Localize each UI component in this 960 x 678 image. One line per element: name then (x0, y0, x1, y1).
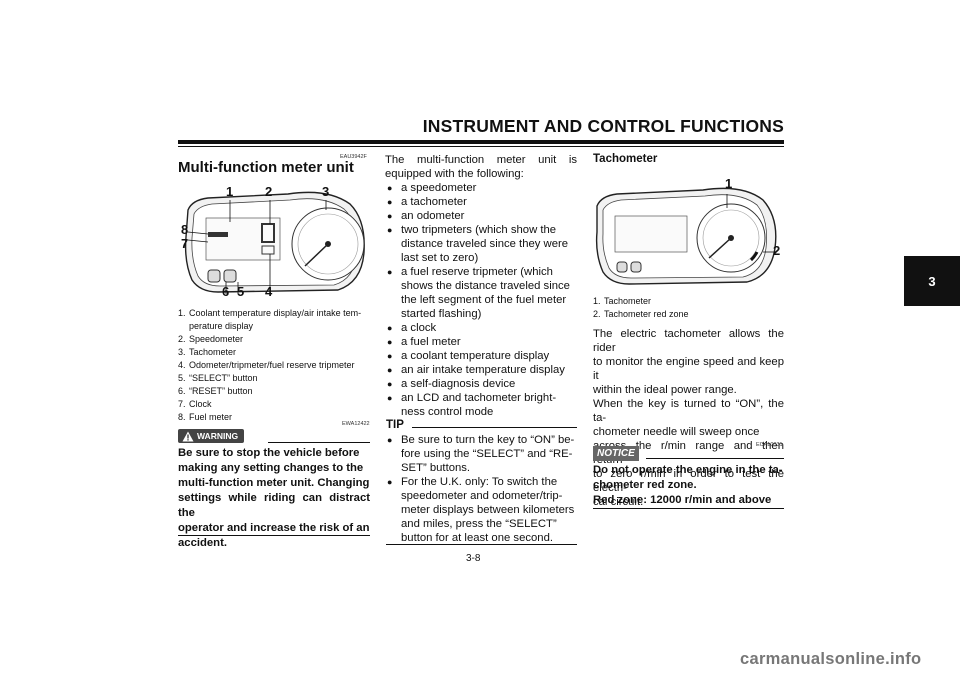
callout-3: 3 (322, 184, 330, 199)
list-item: ●an air intake temperature display (387, 364, 565, 376)
tip-list: ●Be sure to turn the key to “ON” be-fore… (387, 433, 577, 545)
warning-header: WARNING (178, 429, 245, 443)
section-title: Multi-function meter unit (178, 159, 354, 176)
notice-code: ECA10031 (756, 442, 783, 448)
legend-item: 4.Odometer/tripmeter/fuel reserve tripme… (178, 360, 355, 370)
legend-item: 2.Speedometer (178, 334, 244, 344)
tip-rule-top (412, 427, 577, 428)
tach-figure-legend: 1.Tachometer 2.Tachometer red zone (593, 295, 785, 321)
legend-item: 7.Clock (178, 399, 212, 409)
chapter-tab: 3 (904, 256, 960, 306)
watermark-text: carmanualsonline.info (740, 650, 922, 668)
page-header-title: INSTRUMENT AND CONTROL FUNCTIONS (422, 116, 784, 136)
tachometer-title: Tachometer (593, 153, 658, 165)
tip-rule-bottom (386, 544, 577, 545)
intro-paragraph: The multi-function meter unit is equippe… (385, 154, 577, 180)
header-rule-thin (178, 146, 784, 147)
legend-item: 3.Tachometer (178, 347, 237, 357)
page-number: 3-8 (466, 553, 481, 564)
warning-code: EWA12422 (342, 421, 370, 427)
legend-item: perature display (189, 321, 254, 331)
list-item: ●an LCD and tachometer bright-ness contr… (387, 392, 557, 418)
list-item: ●a self-diagnosis device (387, 378, 516, 390)
notice-rule-bottom (593, 508, 784, 509)
callout-8: 8 (181, 222, 189, 237)
warning-rule-bottom (178, 535, 370, 536)
list-item: ●a coolant temperature display (387, 350, 550, 362)
tip-label: TIP (386, 419, 404, 431)
warning-text: Be sure to stop the vehicle before makin… (178, 447, 370, 549)
legend-item: 5.“SELECT” button (178, 373, 258, 383)
meter-unit-illustration (178, 182, 370, 300)
legend-item: 1.Coolant temperature display/air intake… (178, 308, 362, 318)
warning-badge: WARNING (178, 429, 245, 443)
legend-item: 8.Fuel meter (178, 412, 233, 422)
header-rule-thick (178, 140, 784, 144)
legend-item: 6.“RESET” button (178, 386, 253, 396)
list-item: ●a tachometer (387, 196, 467, 208)
notice-text: Do not operate the engine in the ta- cho… (593, 464, 783, 506)
callout-5: 5 (237, 284, 245, 299)
list-item: ●a speedometer (387, 182, 477, 194)
callout-1: 1 (226, 184, 234, 199)
callout-2: 2 (265, 184, 273, 199)
legend-item: 2.Tachometer red zone (593, 309, 689, 319)
callout-tach-2: 2 (773, 243, 781, 258)
list-item: ●a clock (387, 322, 437, 334)
warning-rule-top (268, 442, 370, 443)
list-item: ●a fuel meter (387, 336, 461, 348)
warning-triangle-icon (182, 431, 194, 441)
legend-item: 1.Tachometer (593, 296, 652, 306)
list-item: ●an odometer (387, 210, 465, 222)
notice-badge: NOTICE (593, 446, 639, 461)
tachometer-description: The electric tachometer allows the rider… (593, 328, 784, 508)
section-code: EAU3942F (340, 154, 367, 160)
tachometer-illustration (593, 182, 785, 290)
callout-7: 7 (181, 236, 189, 251)
callout-4: 4 (265, 284, 273, 299)
callout-tach-1: 1 (725, 176, 733, 191)
feature-list: ●a speedometer ●a tachometer ●an odomete… (387, 181, 577, 419)
figure-legend: 1.Coolant temperature display/air intake… (178, 307, 372, 424)
tip-item: ●Be sure to turn the key to “ON” be-fore… (387, 434, 575, 474)
callout-6: 6 (222, 284, 230, 299)
notice-rule-top (646, 458, 784, 459)
